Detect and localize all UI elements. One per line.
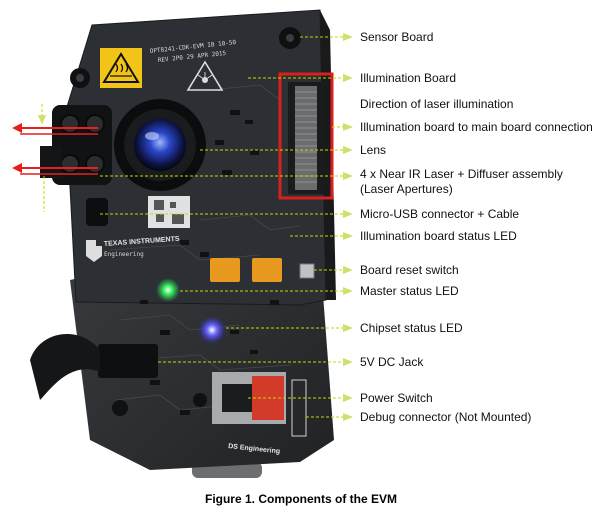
laser-aperture [60,154,80,174]
label-sensor-board: Sensor Board [360,30,433,44]
label-illumination-board: Illumination Board [360,71,456,85]
label-power-switch: Power Switch [360,391,433,405]
evm-photo: OPT8241-CDK-EVM IB 10-50 REV 2P0 29 APR … [30,9,336,478]
label-chipset-led: Chipset status LED [360,321,463,335]
figure-caption: Figure 1. Components of the EVM [205,492,397,506]
master-status-led [156,278,180,302]
label-laser-direction: Direction of laser illumination [360,97,513,111]
lens [114,99,206,191]
label-reset-switch: Board reset switch [360,263,459,277]
dc-jack [30,333,158,400]
laser-aperture [60,114,80,134]
label-laser-apertures: (Laser Apertures) [360,182,453,196]
laser-warning-icon [186,60,224,91]
brand-sub: Engineering [104,251,144,258]
laser-assembly [40,105,112,185]
micro-usb-cable [86,198,108,226]
hot-surface-warning-icon [100,48,142,88]
smd-components [140,110,279,415]
connector-highlight-box [278,72,334,200]
illumination-connector [288,82,324,194]
laser-aperture [85,154,105,174]
capacitor [252,258,282,282]
callout-lines [38,33,353,421]
callout-labels: Sensor Board Illumination Board Directio… [360,30,593,424]
label-micro-usb: Micro-USB connector + Cable [360,207,519,221]
label-debug-connector: Debug connector (Not Mounted) [360,410,531,424]
label-illumination-led: Illumination board status LED [360,229,517,243]
label-lens: Lens [360,143,386,157]
label-laser-assembly: 4 x Near IR Laser + Diffuser assembly [360,167,563,181]
label-dc-jack: 5V DC Jack [360,355,424,369]
pcb-traces [109,84,301,411]
label-master-led: Master status LED [360,284,459,298]
chipset-status-led [198,316,226,344]
reset-switch [299,263,315,279]
laser-direction-arrows [12,123,98,175]
label-connector: Illumination board to main board connect… [360,120,593,134]
laser-aperture [85,114,105,134]
capacitor [210,258,240,282]
qr-sticker [148,196,190,228]
debug-connector-footprint [291,379,307,437]
